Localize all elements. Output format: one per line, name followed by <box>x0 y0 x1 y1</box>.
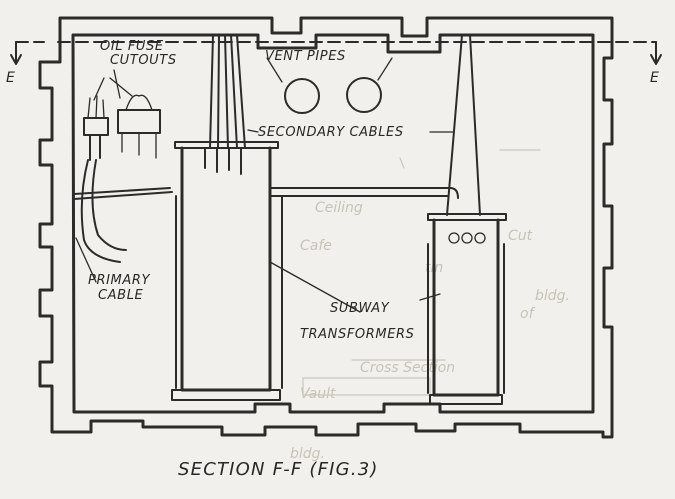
transformer-right-lid <box>427 213 507 221</box>
section-marker-left: E <box>6 70 15 86</box>
subway-transformer-right <box>427 213 507 405</box>
bleed-text-6: Cut <box>508 228 533 244</box>
primary-cable <box>73 159 173 263</box>
cutouts-label: CUTOUTS <box>110 53 177 68</box>
secondary-cables-left-bundle <box>209 34 246 149</box>
transformer-right-bushing-1 <box>448 232 460 244</box>
fuse-cutout-large <box>117 109 161 134</box>
vent-pipe-left <box>284 78 320 114</box>
transformer-right-base <box>429 394 503 405</box>
bleed-text-8: Vault <box>300 386 336 402</box>
secondary-cable-bus <box>269 187 459 199</box>
bleed-text-3: Cafe <box>300 238 332 254</box>
transformer-left-radiators <box>175 195 283 389</box>
primary-label: PRIMARY <box>88 273 150 288</box>
secondary-cables-label: SECONDARY CABLES <box>258 125 404 140</box>
vent-pipe-leader-right <box>377 57 393 81</box>
subway-transformers-leader-right <box>419 293 441 301</box>
primary-cable-leader <box>75 237 97 283</box>
transformer-right-bushing-3 <box>474 232 486 244</box>
fuse-cutout-small <box>83 117 109 136</box>
secondary-cables-right-run <box>446 34 481 216</box>
transformer-left-tank <box>180 146 272 392</box>
cable-label: CABLE <box>98 288 144 303</box>
transformer-left-lid <box>174 141 279 149</box>
section-marker-right: E <box>650 70 659 86</box>
transformer-left-bushings <box>204 147 242 175</box>
section-arrow-right <box>650 41 662 65</box>
vent-pipe-leader-left <box>266 57 283 83</box>
fuse-large-top <box>125 94 153 111</box>
vent-pipes-label: VENT PIPES <box>265 49 346 64</box>
bleed-line-2 <box>399 149 541 169</box>
vault-outer-wall <box>38 16 614 439</box>
vault-inner-wall <box>71 33 595 414</box>
transformer-right-bushing-2 <box>461 232 473 244</box>
fuse-pointer-lines <box>93 69 133 101</box>
oil-fuse-cutouts <box>83 69 161 161</box>
transformer-left-base <box>171 389 281 401</box>
section-arrow-left <box>10 41 22 65</box>
subway-transformers-leader-left <box>269 261 361 313</box>
bleed-text-7: Cross Section <box>360 360 455 376</box>
bleed-text-1: bldg. <box>535 288 570 304</box>
transformers-label: TRANSFORMERS <box>300 327 415 342</box>
figure-caption: SECTION F-F (FIG.3) <box>178 459 379 480</box>
oil-fuse-label: OIL FUSE <box>100 39 164 54</box>
subway-label: SUBWAY <box>330 301 390 316</box>
subway-transformer-left <box>171 141 283 401</box>
fuse-small-drops <box>89 134 101 161</box>
bleed-text-2: of <box>520 306 536 322</box>
vent-pipe-right <box>346 77 382 113</box>
fuse-large-drops <box>121 132 157 159</box>
secondary-cables-leader-left <box>247 129 259 133</box>
fuse-small-leads <box>87 95 105 119</box>
bleed-text-5: Ceiling <box>315 200 363 216</box>
bleed-text-9: bldg. <box>290 446 325 462</box>
transformer-right-radiators <box>427 243 505 394</box>
